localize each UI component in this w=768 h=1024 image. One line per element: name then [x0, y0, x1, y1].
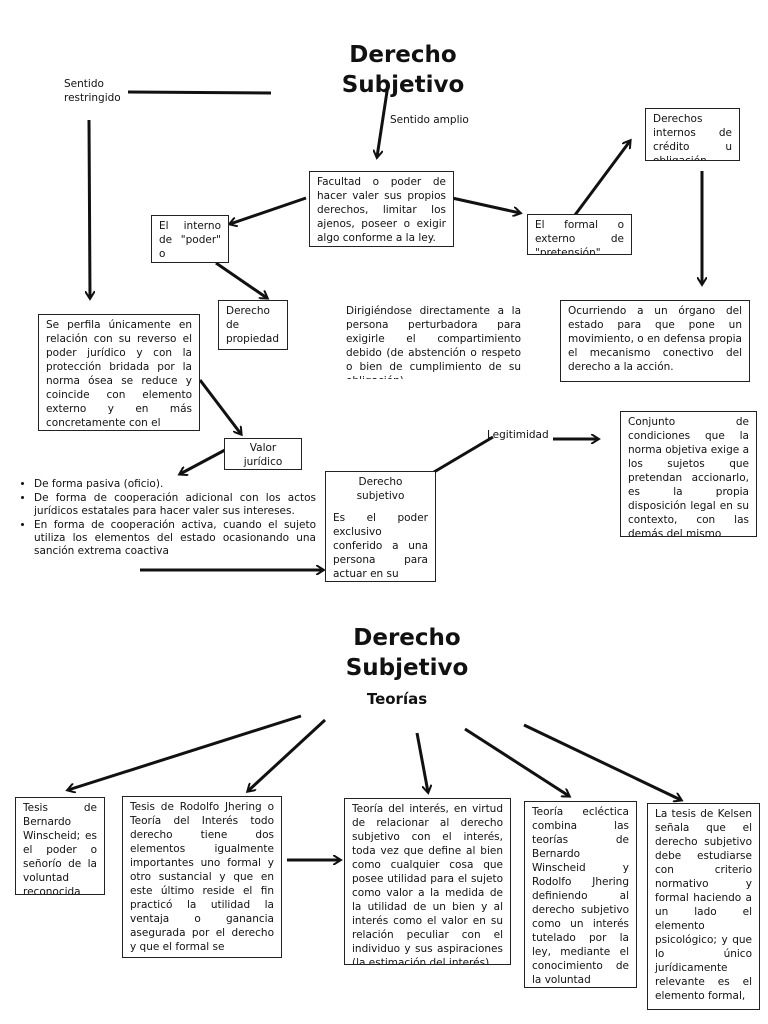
bottom-title-line2: Subjetivo — [345, 655, 469, 681]
bottom-title: Derecho Subjetivo — [307, 623, 507, 683]
bullet-item: De forma pasiva (oficio). — [34, 478, 316, 491]
formal-box: El formal o externo de "pretensión" — [527, 214, 632, 255]
top-title-line2: Subjetivo — [341, 72, 465, 98]
arrow-to-interes — [415, 732, 428, 792]
derecho-subjetivo-body: Es el poder exclusivo conferido a una pe… — [333, 512, 428, 580]
se-perfila-box: Se perfila únicamente en relación con su… — [38, 314, 200, 431]
arrow-to-formal — [451, 196, 520, 213]
sentido-amplio-label: Sentido amplio — [390, 114, 469, 126]
facultad-box: Facultad o poder de hacer valer sus prop… — [309, 171, 454, 247]
interes-box: Teoría del interés, en virtud de relacio… — [344, 798, 511, 965]
arrow-to-bullets — [180, 448, 226, 474]
line-restringido — [127, 90, 272, 95]
interno-box: El interno de "poder" o — [151, 215, 229, 263]
conjunto-box: Conjunto de condiciones que la norma obj… — [620, 411, 757, 537]
top-title-line1: Derecho — [349, 42, 457, 68]
derecho-subjetivo-box: Derecho subjetivo Es el poder exclusivo … — [325, 471, 436, 582]
arrow-to-facultad — [377, 84, 390, 157]
top-title: Derecho Subjetivo — [303, 40, 503, 100]
arrow-to-jhering — [248, 718, 327, 791]
derecho-propiedad-box: Derecho de propiedad — [218, 300, 288, 350]
winscheid-box: Tesis de Bernardo Winscheid; es el poder… — [15, 797, 105, 895]
derecho-subjetivo-head: Derecho subjetivo — [356, 476, 405, 502]
arrow-to-interno — [230, 196, 307, 224]
derechos-internos-box: Derechos internos de crédito u obligació… — [645, 108, 740, 161]
arrow-to-winscheid — [68, 714, 302, 790]
bottom-title-line1: Derecho — [353, 625, 461, 651]
bullet-item: En forma de cooperación activa, cuando e… — [34, 519, 316, 558]
kelsen-box: La tesis de Kelsen señala que el derecho… — [647, 803, 760, 1010]
arrow-to-se-perfila — [89, 119, 90, 298]
arrow-to-eclectica — [464, 727, 569, 796]
arrow-to-derechos-internos — [573, 141, 630, 216]
dirigiendose-box: Dirigiéndose directamente a la persona p… — [338, 300, 529, 380]
arrow-to-valor — [198, 379, 241, 434]
jhering-box: Tesis de Rodolfo Jhering o Teoría del In… — [122, 796, 282, 958]
valor-juridico-box: Valor jurídico — [224, 438, 302, 470]
eclectica-box: Teoría ecléctica combina las teorías de … — [524, 801, 637, 988]
arrow-to-propiedad — [215, 261, 267, 298]
sentido-restringido-label: Sentido restringido — [64, 78, 121, 104]
arrow-to-kelsen — [523, 723, 681, 800]
line-legitimidad — [433, 435, 494, 474]
ocurriendo-box: Ocurriendo a un órgano del estado para q… — [560, 300, 750, 382]
bullet-list: De forma pasiva (oficio). De forma de co… — [14, 478, 316, 582]
bottom-subtitle: Teorías — [366, 690, 428, 708]
bullet-item: De forma de cooperación adicional con lo… — [34, 492, 316, 518]
legitimidad-label: Legitimidad — [487, 429, 549, 441]
